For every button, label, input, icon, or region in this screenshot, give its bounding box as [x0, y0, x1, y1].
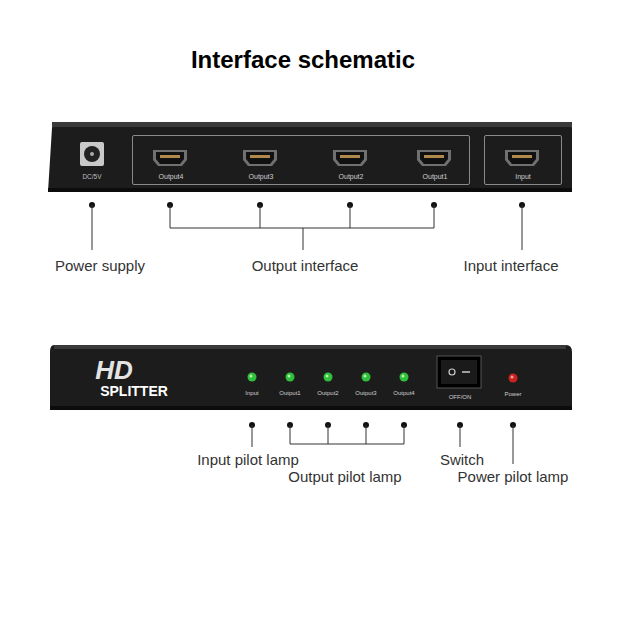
hdmi-port	[508, 152, 536, 164]
rocker-switch	[437, 356, 481, 388]
part-label: Input interface	[463, 257, 558, 274]
green-led	[324, 373, 333, 382]
leader-line	[522, 205, 523, 250]
brand-logo: HD	[95, 356, 133, 386]
output-port-group: Output4 Output3 Output2 Output1	[132, 135, 470, 185]
port-label: DC/5V	[82, 173, 101, 180]
led-highlight	[511, 376, 514, 379]
leader-line	[252, 425, 253, 447]
leader-bracket	[290, 425, 404, 444]
hdmi-port	[243, 150, 277, 166]
hdmi-port	[153, 150, 187, 166]
brand-logo: SPLITTER	[100, 383, 168, 399]
led-highlight	[288, 375, 291, 378]
led-highlight	[326, 375, 329, 378]
hdmi-port	[505, 150, 539, 166]
green-led	[286, 373, 295, 382]
part-label: Switch	[440, 451, 484, 468]
diagram-title: Interface schematic	[191, 46, 415, 74]
part-label: Input pilot lamp	[197, 451, 299, 468]
green-led	[400, 373, 409, 382]
switch-off-symbol	[449, 369, 455, 375]
leader-line	[460, 425, 461, 447]
rocker-switch-face	[441, 360, 477, 384]
hdmi-port	[417, 150, 451, 166]
leader-line	[513, 425, 514, 464]
led-highlight	[402, 375, 405, 378]
led-label: Output1	[279, 390, 300, 397]
switch-label: OFF/ON	[449, 394, 472, 401]
led-label: Output2	[317, 390, 338, 397]
part-label: Power supply	[55, 257, 145, 274]
panel-body	[50, 345, 572, 410]
leader-bracket	[170, 205, 434, 250]
power-jack-pin	[90, 152, 94, 156]
led-label: Input	[245, 390, 258, 397]
part-label: Power pilot lamp	[458, 468, 569, 485]
port-label: Output2	[339, 173, 364, 181]
hdmi-port	[333, 150, 367, 166]
panel-top-edge	[52, 122, 572, 127]
panel-bottom-edge	[48, 188, 572, 192]
hdmi-port	[160, 155, 180, 158]
green-led	[362, 373, 371, 382]
hdmi-port	[333, 150, 367, 166]
leader-lines	[89, 202, 525, 250]
power-jack-hole	[84, 146, 100, 162]
panel-body	[48, 122, 572, 192]
port-label: Output3	[249, 173, 274, 181]
green-led	[248, 373, 257, 382]
part-label: Output interface	[252, 257, 359, 274]
hdmi-port	[505, 150, 539, 166]
hdmi-port	[512, 155, 532, 158]
led-highlight	[250, 375, 253, 378]
hdmi-port	[153, 150, 187, 166]
hdmi-port	[420, 152, 448, 164]
port-label: Output4	[159, 173, 184, 181]
back-panel	[48, 122, 572, 192]
port-label: Input	[515, 173, 531, 181]
part-label: Output pilot lamp	[288, 468, 401, 485]
led-highlight	[364, 375, 367, 378]
hdmi-port	[340, 155, 360, 158]
leader-line	[92, 205, 93, 250]
panel-bottom-edge	[50, 406, 572, 410]
port-label: Output1	[423, 173, 448, 181]
front-panel	[50, 345, 572, 410]
input-port-group: Input	[484, 135, 562, 185]
red-led	[509, 374, 518, 383]
led-label: Output3	[355, 390, 376, 397]
hdmi-port	[243, 150, 277, 166]
hdmi-port	[336, 152, 364, 164]
panel-top-edge	[54, 345, 566, 349]
hdmi-port	[156, 152, 184, 164]
hdmi-port	[417, 150, 451, 166]
hdmi-port	[250, 155, 270, 158]
power-jack	[80, 142, 104, 166]
hdmi-port	[246, 152, 274, 164]
led-label: Output4	[393, 390, 414, 397]
hdmi-port	[424, 155, 444, 158]
led-label: Power	[504, 391, 521, 398]
switch-on-symbol	[462, 371, 470, 373]
